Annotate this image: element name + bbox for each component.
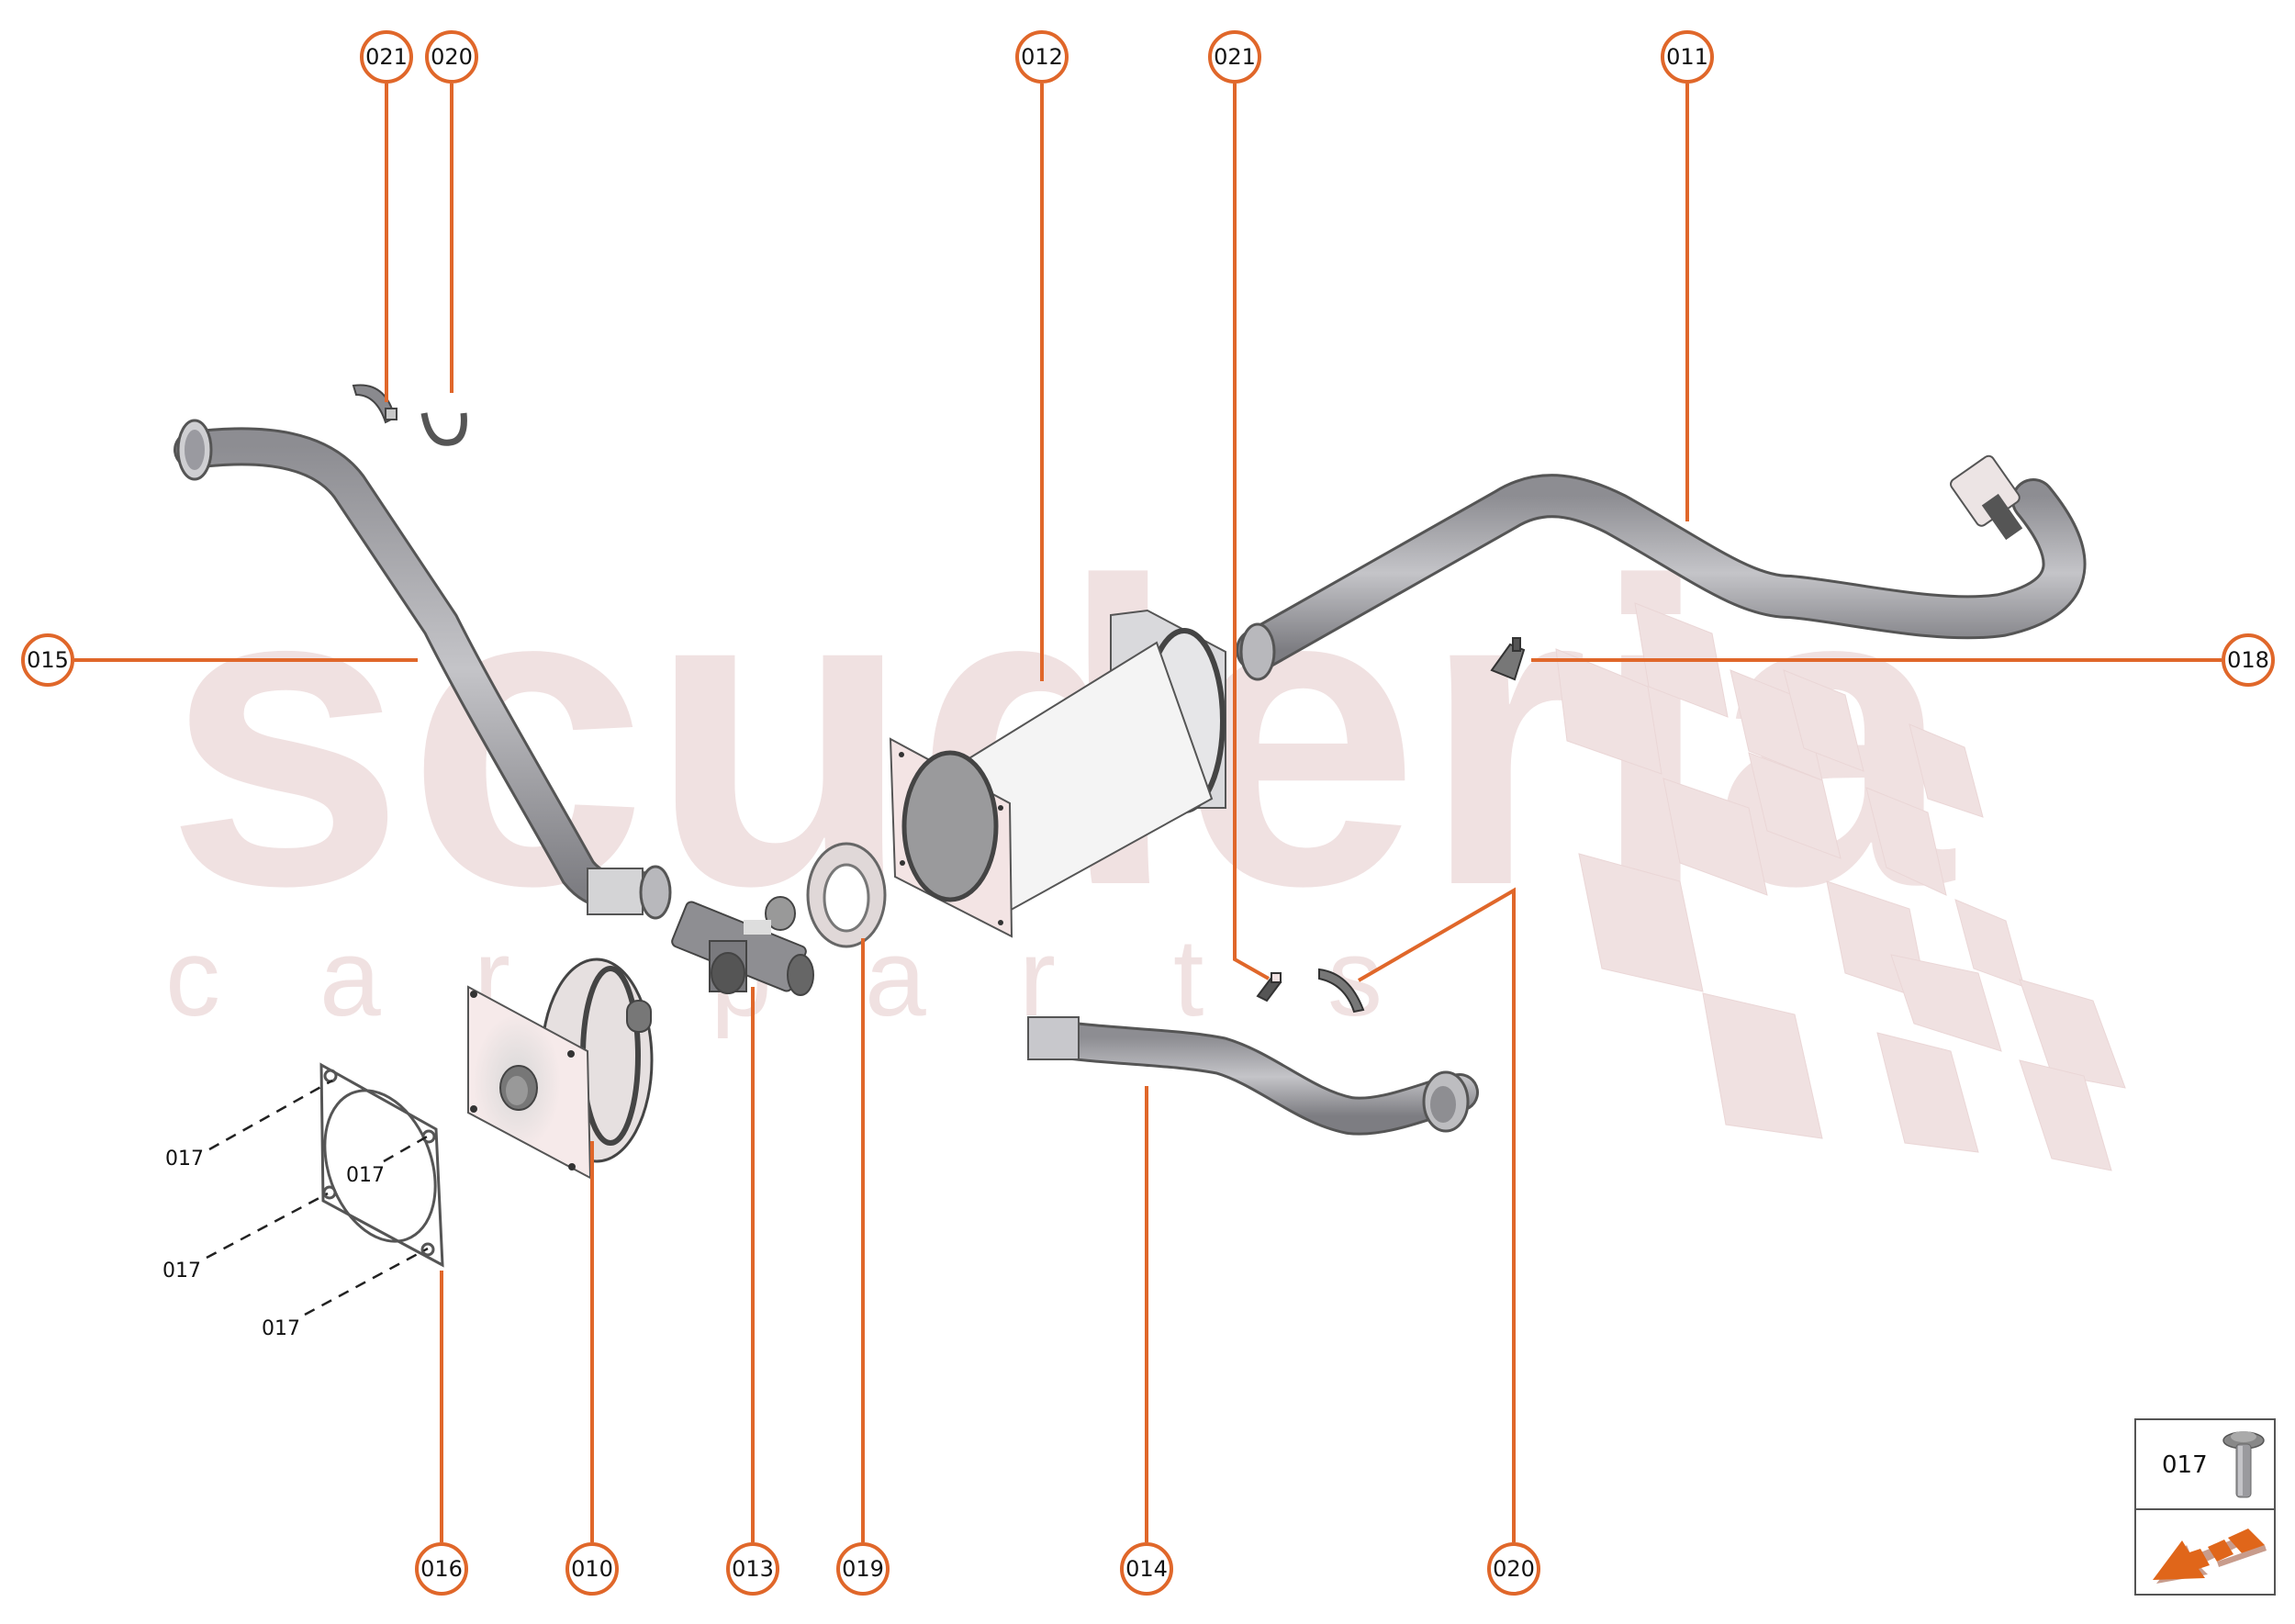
clip-018	[1490, 637, 1526, 681]
seal-ring-019	[806, 842, 887, 948]
checkered-flag-watermark	[1555, 602, 2126, 1171]
legend-screw-code: 017	[2162, 1451, 2208, 1479]
screw-label-017[interactable]: 017	[262, 1317, 300, 1340]
heat-exchanger-012	[889, 609, 1226, 938]
callout-019[interactable]: 019	[836, 1542, 890, 1596]
legend-screw-row: 017	[2136, 1420, 2274, 1510]
screw-label-017[interactable]: 017	[346, 1164, 385, 1187]
callout-021-top-mid[interactable]: 021	[1208, 30, 1261, 84]
screw-label-017[interactable]: 017	[162, 1260, 201, 1282]
legend-box: 017	[2134, 1418, 2276, 1596]
callout-label: 013	[732, 1556, 774, 1582]
callout-020-bottom[interactable]: 020	[1487, 1542, 1540, 1596]
callout-021-top-left[interactable]: 021	[360, 30, 413, 84]
callout-label: 012	[1021, 44, 1063, 70]
t-fitting-013	[671, 896, 814, 996]
screw-icon	[2222, 1431, 2265, 1498]
hose-clamp-020-top	[420, 412, 467, 446]
callout-020-top-left[interactable]: 020	[425, 30, 478, 84]
callout-label: 020	[1493, 1556, 1535, 1582]
screw-leaders	[206, 1079, 430, 1316]
callout-label: 016	[420, 1556, 463, 1582]
leader-lines	[74, 84, 2222, 1542]
callout-015[interactable]: 015	[21, 633, 74, 687]
callout-013[interactable]: 013	[726, 1542, 779, 1596]
callout-010[interactable]: 010	[565, 1542, 619, 1596]
screw-label-017[interactable]: 017	[165, 1148, 204, 1170]
callout-label: 021	[1214, 44, 1256, 70]
callout-016[interactable]: 016	[415, 1542, 468, 1596]
callout-label: 020	[431, 44, 473, 70]
callout-label: 019	[842, 1556, 884, 1582]
lower-coolant-hose-014	[1027, 1016, 1479, 1136]
callout-label: 014	[1125, 1556, 1168, 1582]
hose-clamp-021-mid	[1256, 972, 1282, 1002]
callout-label: 011	[1666, 44, 1708, 70]
callout-label: 010	[571, 1556, 613, 1582]
callout-label: 015	[27, 647, 69, 673]
callout-012[interactable]: 012	[1015, 30, 1069, 84]
upper-coolant-hose-011	[1236, 454, 2087, 681]
callout-014[interactable]: 014	[1120, 1542, 1173, 1596]
coolant-pump-010	[467, 958, 654, 1180]
callout-label: 018	[2227, 647, 2269, 673]
hose-clamp-021-top	[352, 384, 397, 424]
gasket-016	[319, 1062, 444, 1268]
callout-011[interactable]: 011	[1661, 30, 1714, 84]
callout-label: 021	[365, 44, 408, 70]
hose-clamp-020-mid	[1318, 968, 1365, 1014]
callout-018[interactable]: 018	[2222, 633, 2275, 687]
left-coolant-hose-015	[174, 419, 672, 920]
direction-arrow-icon	[2153, 1529, 2267, 1584]
